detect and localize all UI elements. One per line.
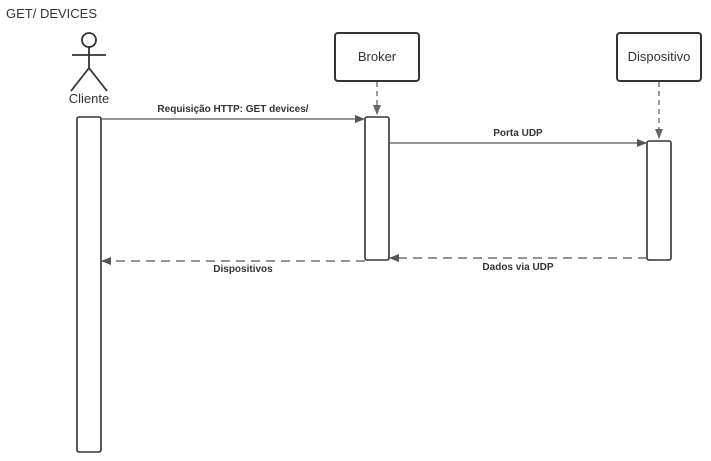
message-udp-data-return[interactable]: Dados via UDP: [389, 254, 647, 273]
message-label: Requisição HTTP: GET devices/: [157, 104, 308, 115]
message-label: Porta UDP: [493, 128, 543, 139]
message-label: Dados via UDP: [482, 262, 553, 273]
participant-broker[interactable]: Broker: [334, 32, 420, 82]
message-http-request[interactable]: Requisição HTTP: GET devices/: [101, 104, 365, 123]
message-devices-return[interactable]: Dispositivos: [101, 257, 365, 275]
participant-label-broker: Broker: [358, 49, 397, 64]
actor-cliente[interactable]: Cliente: [69, 32, 109, 106]
activation-bar-broker: [364, 116, 390, 261]
participant-box-broker: [334, 32, 420, 82]
activation-bar-cliente: [76, 116, 102, 453]
actor-stick-figure-icon: [70, 32, 108, 92]
participant-dispositivo[interactable]: Dispositivo: [616, 32, 702, 82]
actor-label-cliente: Cliente: [69, 91, 109, 106]
message-label: Dispositivos: [213, 264, 273, 275]
participant-label-dispositivo: Dispositivo: [628, 49, 691, 64]
message-udp-port[interactable]: Porta UDP: [389, 128, 647, 147]
participant-box-dispositivo: [616, 32, 702, 82]
diagram-title: GET/ DEVICES: [6, 6, 97, 21]
activation-bar-dispositivo: [646, 140, 672, 261]
